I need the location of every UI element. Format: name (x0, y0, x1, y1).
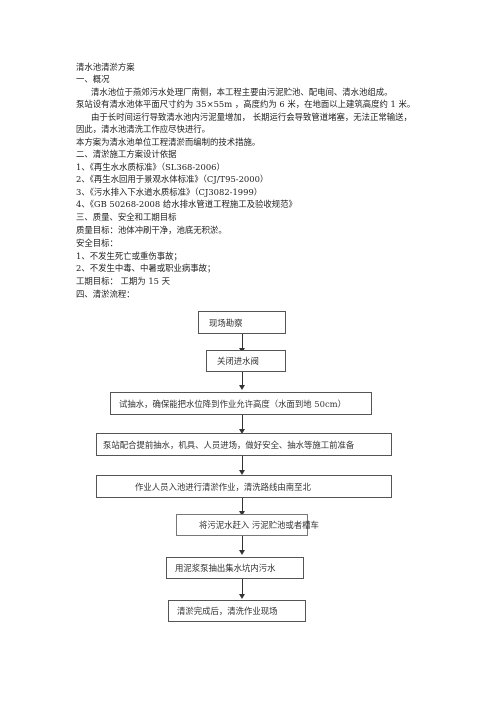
flow-step-site-cleanup: 清淤完成后，清洗作业现场 (168, 600, 306, 622)
schedule-goal: 工期目标： 工期为 15 天 (76, 276, 171, 286)
flow-arrow-6 (239, 536, 245, 555)
flow-step-site-survey: 现场勘察 (198, 311, 286, 334)
overview-paragraph-4: 因此，清水池清洗工作应尽快进行。 (76, 124, 210, 134)
section-2-heading: 二、清淤施工方案设计依据 (76, 149, 177, 159)
flow-step-pump-out-sump: 用泥浆泵抽出集水坑内污水 (166, 557, 304, 579)
overview-paragraph-5: 本方案为清水池单位工程清淤而编制的技术措施。 (76, 137, 261, 147)
basis-item-4: 4、《GB 50268-2008 给水排水管道工程施工及验收规范》 (76, 199, 297, 209)
quality-goal: 质量目标：池体冲刷干净，池底无积淤。 (76, 225, 227, 235)
flow-arrow-7 (239, 579, 245, 599)
doc-title: 清水池清淤方案 (76, 62, 135, 72)
safety-heading: 安全目标： (76, 238, 118, 248)
overview-paragraph-2: 泵站设有清水池体平面尺寸约为 35×55m ，高度约为 6 米，在地面以上建筑高… (76, 99, 416, 109)
flow-arrow-2 (239, 372, 245, 390)
overview-paragraph-1: 清水池位于燕郊污水处理厂南侧，本工程主要由污泥贮池、配电间、清水池组成。 (91, 87, 393, 97)
basis-item-1: 1、《再生水水质标准》（SL368-2006） (76, 162, 225, 172)
flow-step-trial-pumping: 试抽水，确保能把水位降到作业允许高度（水面到地 50cm） (110, 392, 372, 415)
flow-arrow-1 (239, 334, 245, 353)
section-4-heading: 四、清淤流程： (76, 289, 135, 299)
flow-arrow-5 (239, 498, 245, 516)
section-3-heading: 三、质量、安全和工期目标 (76, 212, 177, 222)
basis-item-3: 3、《污水排入下水道水质标准》（CJ3082-1999） (76, 187, 263, 197)
safety-goal-1: 1、不发生死亡或重伤事故； (76, 251, 182, 261)
flow-arrow-4 (239, 456, 245, 475)
safety-goal-2: 2、不发生中毒、中暑或职业病事故； (76, 263, 216, 273)
section-1-heading: 一、概况 (76, 74, 110, 84)
flow-step-preparation: 泵站配合提前抽水，机具、人员进场，做好安全、抽水等施工前准备 (96, 433, 392, 456)
flow-arrow-3 (239, 415, 245, 434)
basis-item-2: 2、《再生水回用于景观水体标准》（CJ/T95-2000） (76, 174, 269, 184)
flow-step-dredging-operation: 作业人员入池进行清淤作业，清洗路线由南至北 (96, 475, 392, 498)
flow-step-sludge-transfer: 将污泥水赶入 污泥贮池或者槽车 (176, 514, 319, 536)
flow-step-close-inlet-valve: 关闭进水阀 (206, 350, 286, 372)
overview-paragraph-3: 由于长时间运行导致清水池内污泥量增加， 长期运行会导致管道堵塞，无法正常输送， (91, 112, 412, 122)
